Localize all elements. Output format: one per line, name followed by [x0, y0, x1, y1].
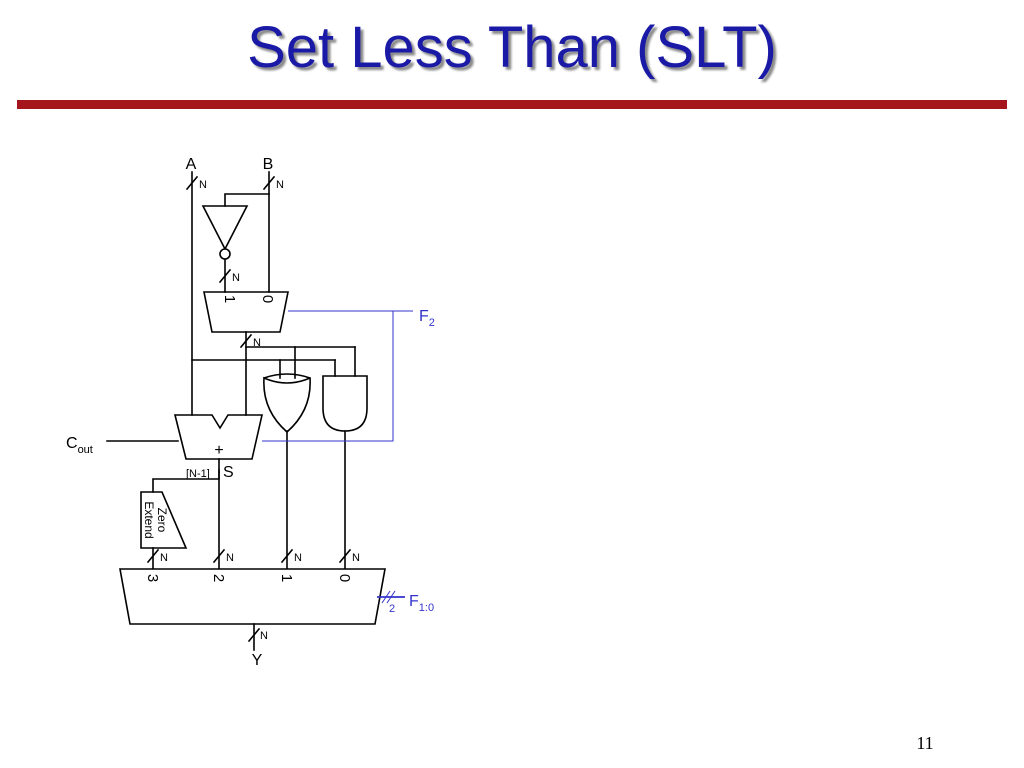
input-b-label: B: [263, 156, 274, 173]
bus-width-and: N: [352, 552, 360, 564]
inverter-gate: [201, 205, 249, 251]
control-f10-slash-1: [381, 590, 391, 604]
bus-width-b: N: [276, 179, 284, 191]
input-a-label: A: [186, 156, 197, 173]
f2-sub: 2: [429, 317, 435, 329]
b-mux-input-0: 0: [259, 295, 276, 303]
control-wire-f2: [262, 310, 394, 442]
bus-width-slashes: [146, 175, 352, 643]
b-mux-input-1: 1: [221, 295, 238, 303]
cout-sub: out: [78, 444, 93, 456]
bus-width-or: N: [294, 552, 302, 564]
output-mux-input-2: 2: [210, 574, 227, 582]
output-mux-input-0: 0: [336, 574, 353, 582]
f10-base: F: [409, 593, 419, 610]
sum-label: S: [223, 464, 234, 481]
slide-title: Set Less Than (SLT): [247, 15, 777, 80]
f10-sub: 1:0: [419, 602, 434, 614]
bus-width-a: N: [199, 179, 207, 191]
output-y-label: Y: [252, 652, 263, 669]
msb-tap-label: [N-1]: [186, 468, 210, 480]
cout-base: C: [66, 435, 78, 452]
control-f10-slash-2: [386, 590, 396, 604]
zero-extend-line2: Extend: [142, 501, 156, 538]
bus-width-zero-extend: N: [160, 552, 168, 564]
output-mux: [119, 568, 386, 625]
f10-width: 2: [389, 603, 395, 615]
b-mux: [203, 291, 289, 333]
f2-base: F: [419, 308, 429, 325]
zero-extend-line1: Zero: [155, 508, 169, 533]
bus-width-y: N: [260, 630, 268, 642]
wire-b-to-inverter: [224, 193, 270, 207]
adder-symbol: +: [214, 442, 223, 459]
inverter-bubble: [219, 248, 231, 260]
page-number: 11: [916, 733, 934, 753]
cout-label: Cout: [66, 435, 93, 456]
adder: [173, 414, 264, 460]
output-mux-input-3: 3: [144, 574, 161, 582]
zero-extend-block: [140, 491, 188, 549]
f2-label: F2: [419, 308, 435, 329]
bus-width-mux-out: N: [253, 337, 261, 349]
wire-msb-tap: [152, 469, 220, 493]
and-gate: [322, 375, 368, 432]
or-gate: [262, 373, 312, 434]
output-mux-input-1: 1: [278, 574, 295, 582]
title-divider: [17, 100, 1007, 109]
bus-width-sum: N: [226, 552, 234, 564]
bus-width-inverter: N: [232, 272, 240, 284]
f10-label: F1:0: [409, 593, 434, 614]
